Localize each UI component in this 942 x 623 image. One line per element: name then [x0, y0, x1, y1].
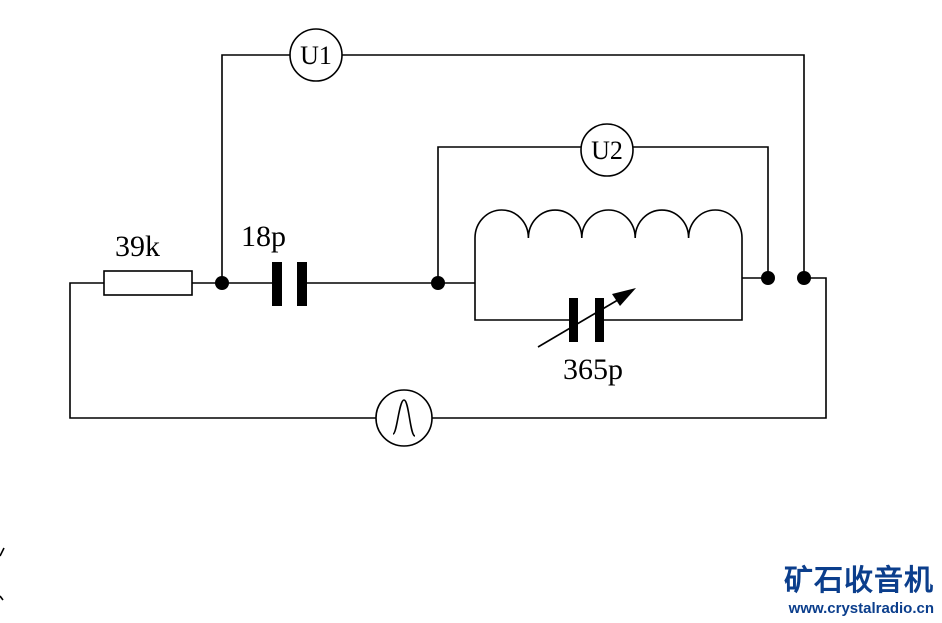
edge-mark — [0, 547, 5, 601]
junction-dot-4 — [797, 271, 811, 285]
junction-dot-1 — [215, 276, 229, 290]
variable-capacitor-plate-left — [569, 298, 578, 342]
wire-tank-left — [438, 238, 768, 321]
meter-u1-label: U1 — [300, 41, 332, 70]
variable-capacitor-label: 365p — [563, 353, 623, 386]
brand-title: 矿石收音机 — [784, 563, 934, 597]
ac-source — [375, 389, 433, 447]
capacitor-18p-plate-left — [272, 262, 282, 306]
inductor-coil — [474, 209, 743, 239]
arrow-icon — [612, 288, 636, 306]
meter-u2-label: U2 — [591, 136, 623, 165]
brand-url: www.crystalradio.cn — [788, 600, 934, 617]
capacitor-label: 18p — [241, 220, 286, 253]
resistor-39k — [103, 270, 193, 296]
wire-u1-loop — [221, 54, 805, 283]
voltmeter-u2 — [580, 123, 634, 177]
wire-right-loop — [432, 277, 827, 419]
resistor-label: 39k — [115, 230, 160, 263]
variable-arrow-shaft — [537, 293, 629, 348]
voltmeter-u1 — [289, 28, 343, 82]
variable-capacitor-plate-right — [595, 298, 604, 342]
ac-source-icon — [392, 399, 416, 437]
capacitor-18p-plate-right — [297, 262, 307, 306]
wire-left-loop — [69, 282, 376, 419]
junction-dot-2 — [431, 276, 445, 290]
junction-dot-3 — [761, 271, 775, 285]
wire-u2-loop — [437, 146, 769, 283]
